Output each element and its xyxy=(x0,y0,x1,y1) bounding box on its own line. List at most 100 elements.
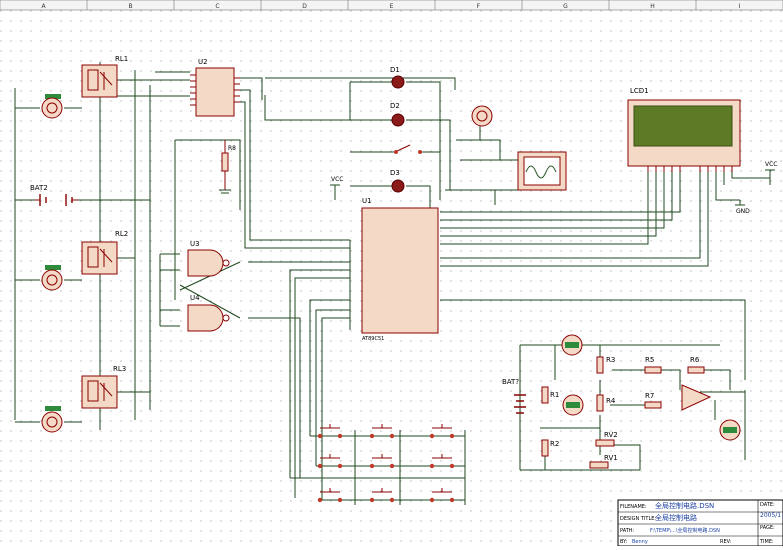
resistor-r5: R5 xyxy=(644,356,662,374)
battery-bat7: BAT? xyxy=(502,378,526,414)
resistor-r1: R1 xyxy=(541,386,559,404)
date-label: DATE: xyxy=(760,502,775,508)
rev-label: REV: xyxy=(720,539,732,545)
top-border xyxy=(0,0,783,11)
keypad-button xyxy=(429,454,455,469)
keypad-button xyxy=(369,424,395,439)
r4-label: R4 xyxy=(606,397,616,405)
r2-label: R2 xyxy=(550,440,559,448)
column-label: B xyxy=(128,3,132,10)
time-label: TIME: xyxy=(759,539,774,545)
keypad-button xyxy=(429,488,455,503)
rl3-label: RL3 xyxy=(113,365,126,373)
keypad xyxy=(317,424,455,503)
d2-label: D2 xyxy=(390,102,400,110)
d1-label: D1 xyxy=(390,66,400,74)
battery-bat2: BAT2 xyxy=(30,184,78,206)
keypad-button xyxy=(369,488,395,503)
r7-label: R7 xyxy=(645,392,654,400)
motor-3 xyxy=(41,406,63,433)
keypad-button xyxy=(369,454,395,469)
by-value: Benny xyxy=(632,539,648,545)
potentiometer-rv1: RV1 xyxy=(589,454,618,469)
column-label: A xyxy=(41,3,46,10)
page-label: PAGE: xyxy=(760,525,775,531)
resistor-r6: R6 xyxy=(687,356,705,374)
vcc-symbol-2: VCC xyxy=(765,161,777,185)
rl2-label: RL2 xyxy=(115,230,128,238)
u3-label: U3 xyxy=(190,240,200,248)
keypad-button xyxy=(317,488,343,503)
led-d3: D3 xyxy=(390,169,405,193)
column-label: D xyxy=(302,3,307,10)
oscilloscope xyxy=(517,151,567,191)
design-title-value: 全局控制电路 xyxy=(655,513,697,522)
led-d2: D2 xyxy=(390,102,405,127)
keypad-button xyxy=(317,424,343,439)
motor-4 xyxy=(471,105,493,127)
r6-label: R6 xyxy=(690,356,700,364)
relay-rl2: RL2 xyxy=(81,230,128,275)
relay-rl3: RL3 xyxy=(81,365,126,409)
gate-u3: U3 xyxy=(187,240,230,277)
gnd-symbol: GND xyxy=(735,200,750,215)
filename-label: FILENAME: xyxy=(620,504,647,510)
potentiometer-rv2: RV2 xyxy=(595,431,618,447)
keypad-button xyxy=(429,424,455,439)
vcc1-label: VCC xyxy=(331,176,343,183)
column-label: G xyxy=(563,3,568,10)
gnd-label: GND xyxy=(736,208,750,215)
column-label: C xyxy=(215,3,219,10)
resistor-r8: R8 xyxy=(219,140,236,194)
lcd-display: LCD1 xyxy=(627,87,741,172)
motor-1 xyxy=(41,94,63,119)
voltmeter-2 xyxy=(562,394,584,416)
vcc2-label: VCC xyxy=(765,161,777,168)
switch-top xyxy=(394,144,422,154)
column-label: I xyxy=(739,3,741,10)
led-d1: D1 xyxy=(390,66,405,89)
bat2-label: BAT2 xyxy=(30,184,48,192)
opamp xyxy=(681,384,712,411)
vcc-symbol-1: VCC xyxy=(330,176,343,200)
column-label: F xyxy=(477,3,481,10)
chip-u1: U1 AT89C51 xyxy=(361,197,439,342)
u1-label: U1 xyxy=(362,197,372,205)
rv2-label: RV2 xyxy=(604,431,618,439)
gate-u4: U4 xyxy=(187,294,230,332)
lcd1-label: LCD1 xyxy=(630,87,649,95)
path-value: F:\TEMP\...\全局控制电路.DSN xyxy=(650,527,720,534)
resistor-r2: R2 xyxy=(541,439,559,457)
u2-label: U2 xyxy=(198,58,208,66)
relay-rl1: RL1 xyxy=(81,55,128,98)
u1-part-label: AT89C51 xyxy=(362,336,384,342)
resistor-r4: R4 xyxy=(596,394,616,412)
by-label: BY: xyxy=(620,539,628,545)
rl1-label: RL1 xyxy=(115,55,128,63)
motor-2 xyxy=(41,265,63,291)
column-label: E xyxy=(390,3,394,10)
title-block: FILENAME: 全局控制电路.DSN DESIGN TITLE: 全局控制电… xyxy=(617,499,783,547)
column-label: H xyxy=(650,3,655,10)
design-title-label: DESIGN TITLE: xyxy=(620,516,656,522)
path-label: PATH: xyxy=(620,528,635,534)
filename-value: 全局控制电路.DSN xyxy=(655,501,714,510)
chip-u2: U2 xyxy=(190,58,240,117)
r3-label: R3 xyxy=(606,356,615,364)
date-value: 2005/1 xyxy=(760,512,781,519)
voltmeter-1 xyxy=(561,334,583,356)
u4-label: U4 xyxy=(190,294,200,302)
r8-label: R8 xyxy=(228,145,236,152)
resistor-r7: R7 xyxy=(644,392,662,409)
r1-label: R1 xyxy=(550,391,559,399)
rv1-label: RV1 xyxy=(604,454,618,462)
voltmeter-3 xyxy=(719,419,741,441)
column-labels: A B C D E F G H I xyxy=(41,0,741,10)
wires xyxy=(14,62,770,505)
keypad-button xyxy=(317,454,343,469)
r5-label: R5 xyxy=(645,356,654,364)
bat7-label: BAT? xyxy=(502,378,519,386)
resistor-r3: R3 xyxy=(596,356,615,374)
